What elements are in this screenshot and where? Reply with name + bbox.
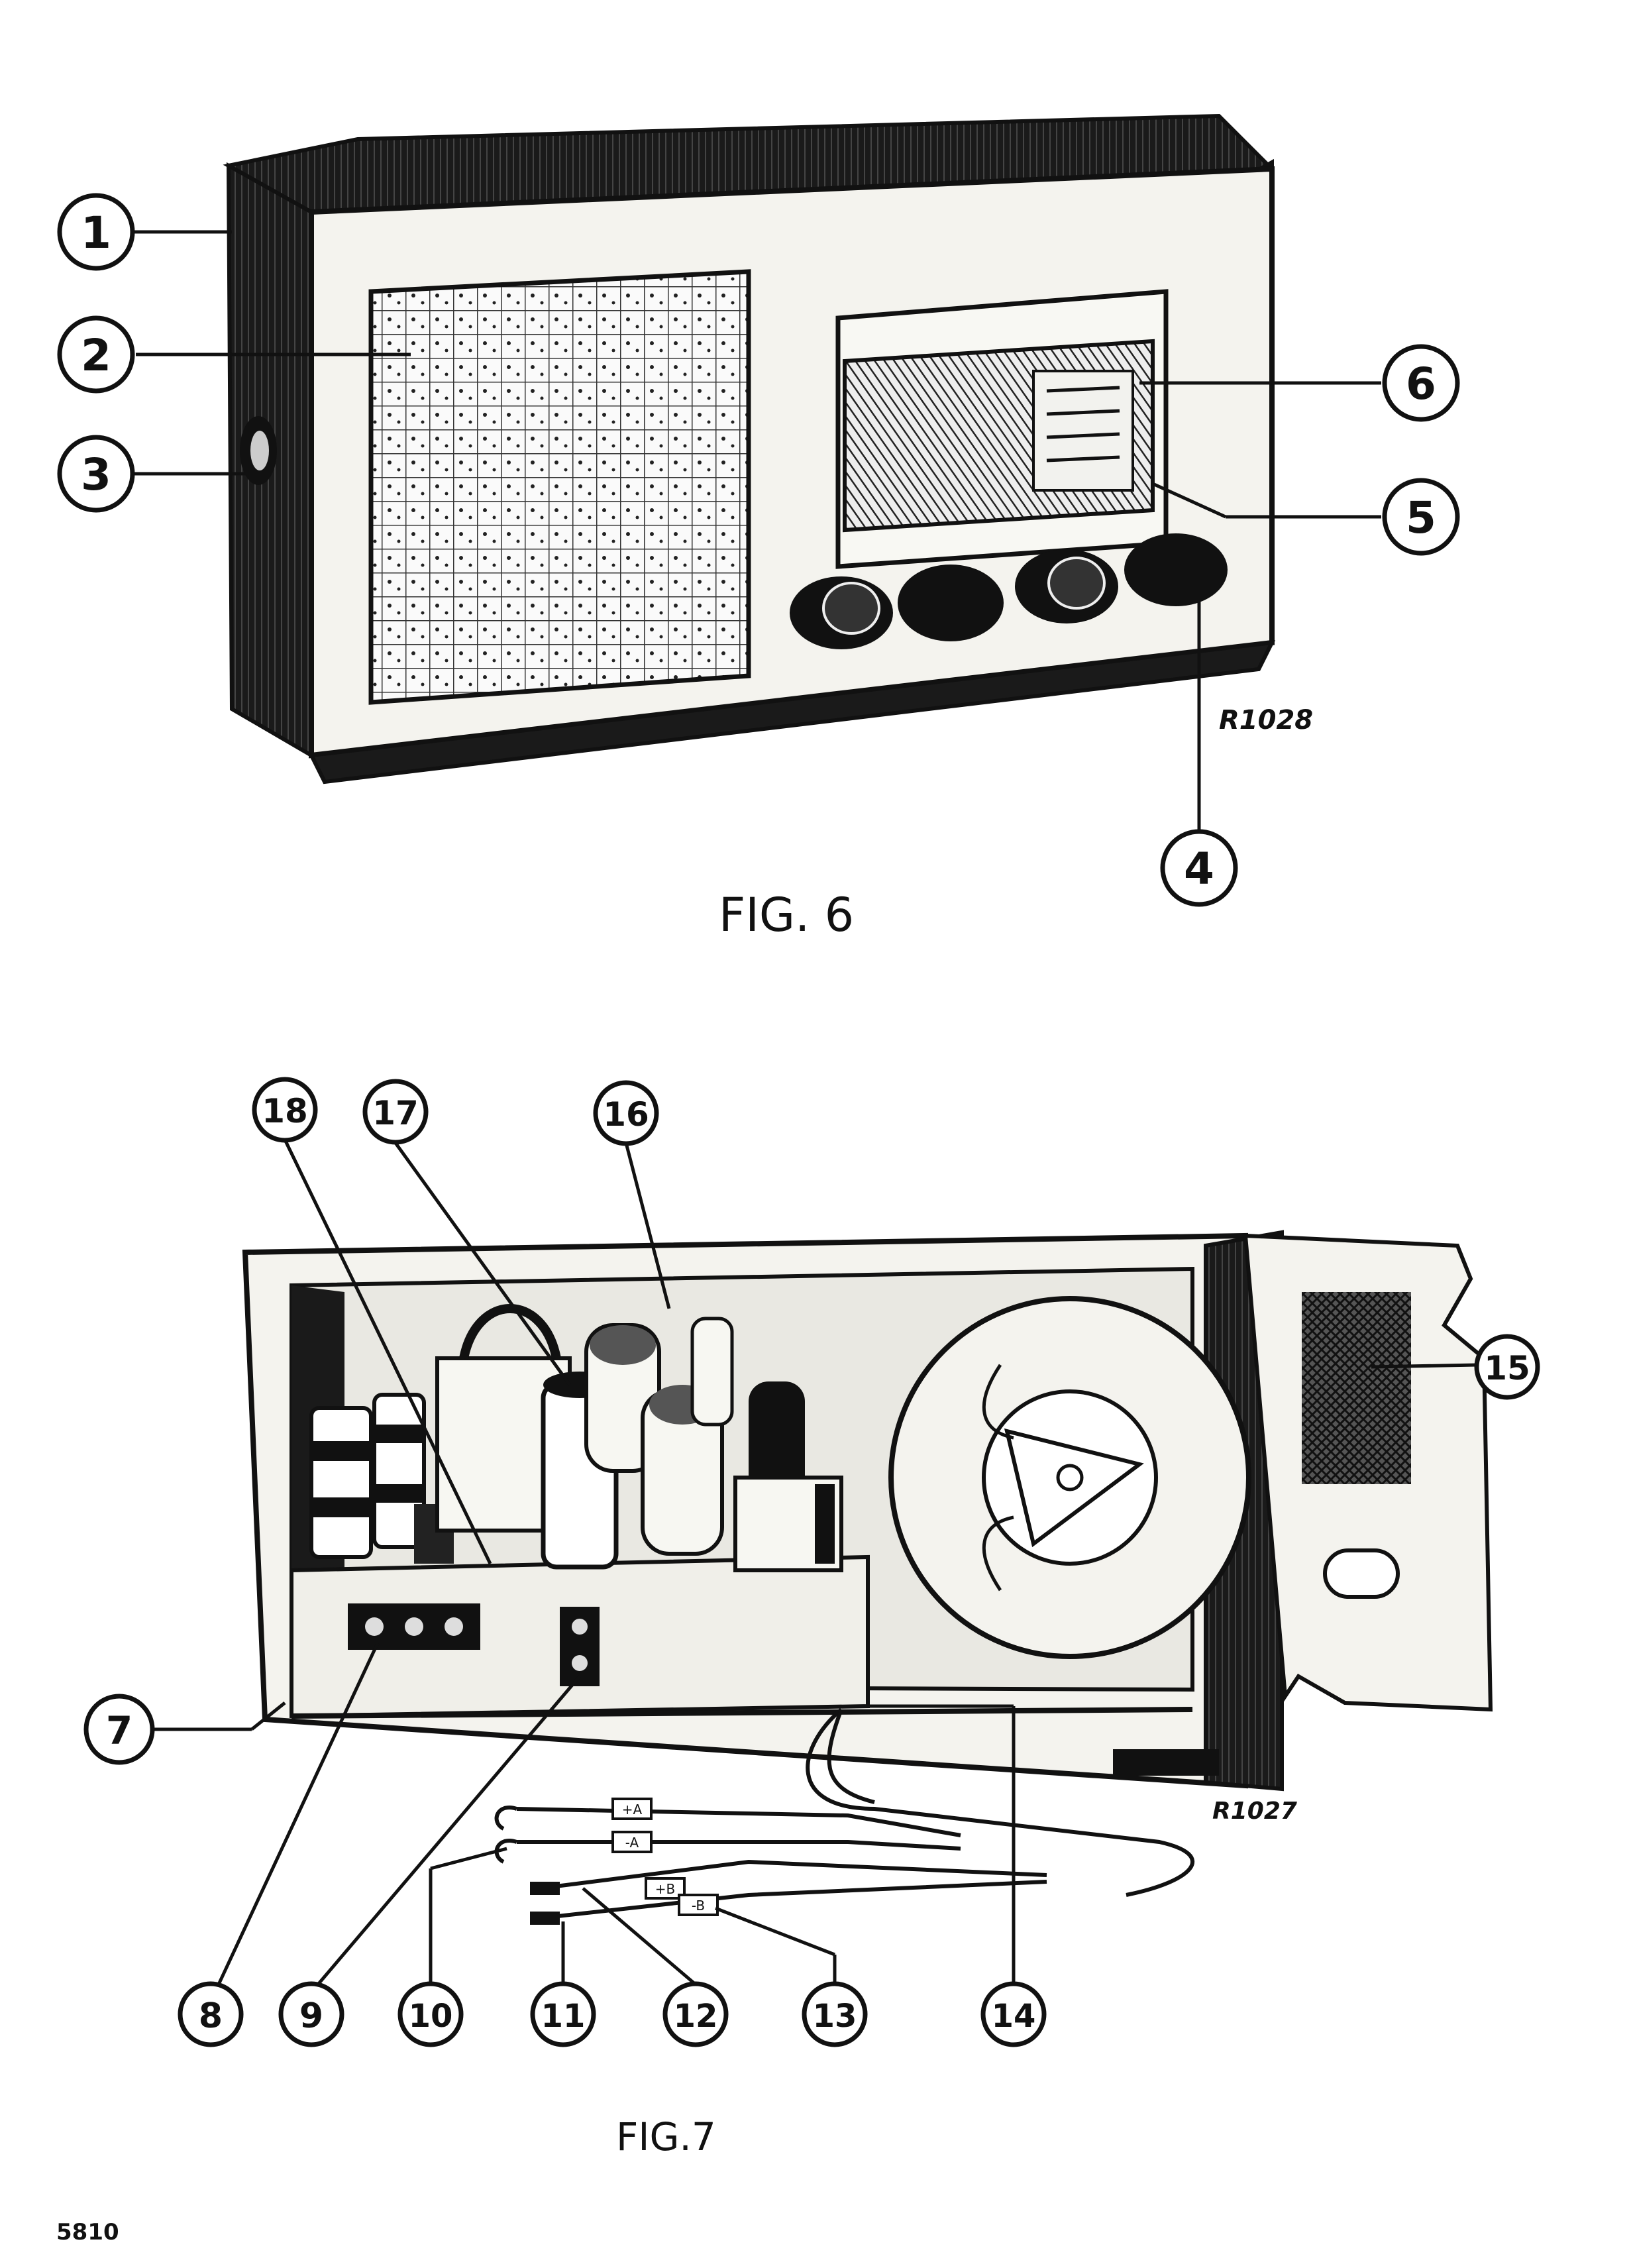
svg-text:4: 4 bbox=[1184, 843, 1214, 894]
svg-text:6: 6 bbox=[1406, 358, 1436, 409]
fig7-caption: FIG.7 bbox=[616, 2114, 716, 2159]
svg-text:5: 5 bbox=[1406, 492, 1436, 543]
callout-13: 13 bbox=[802, 1981, 868, 2047]
callout-7: 7 bbox=[83, 1694, 155, 1765]
svg-text:11: 11 bbox=[541, 1998, 586, 2035]
svg-text:18: 18 bbox=[262, 1092, 308, 1130]
svg-text:+B: +B bbox=[655, 1881, 675, 1897]
valve bbox=[690, 1317, 734, 1427]
callout-9: 9 bbox=[278, 1981, 344, 2047]
callout-1: 1 bbox=[57, 193, 135, 271]
svg-text:-B: -B bbox=[692, 1898, 705, 1914]
speaker-grille bbox=[368, 269, 751, 705]
svg-text:8: 8 bbox=[199, 1996, 223, 2036]
plug bbox=[530, 1882, 560, 1895]
fig7-radio-rear-view: +A -A +B -B bbox=[83, 1077, 1540, 2159]
svg-text:1: 1 bbox=[81, 207, 111, 258]
cable-tags: +A -A +B -B bbox=[611, 1798, 719, 1916]
fig7-callouts: 18 17 16 15 7 8 bbox=[83, 1077, 1540, 2047]
callout-12: 12 bbox=[662, 1981, 729, 2047]
callout-11: 11 bbox=[530, 1981, 596, 2047]
cabinet-base bbox=[308, 640, 1276, 784]
callout-3: 3 bbox=[57, 435, 135, 513]
callout-8: 8 bbox=[178, 1981, 244, 2047]
callout-15: 15 bbox=[1474, 1334, 1540, 1400]
fig6-caption: FIG. 6 bbox=[719, 888, 854, 942]
svg-text:13: 13 bbox=[813, 1998, 857, 2035]
fig6-callouts: 1 2 3 4 5 6 bbox=[57, 193, 1460, 907]
fig6-reference: R1028 bbox=[1219, 705, 1313, 735]
callout-14: 14 bbox=[980, 1981, 1047, 2047]
callout-2: 2 bbox=[57, 315, 135, 394]
svg-text:17: 17 bbox=[372, 1094, 419, 1132]
callout-5: 5 bbox=[1382, 478, 1460, 556]
callout-4: 4 bbox=[1160, 829, 1238, 907]
svg-text:7: 7 bbox=[106, 1708, 132, 1753]
page-number: 5810 bbox=[56, 2219, 119, 2245]
svg-text:12: 12 bbox=[674, 1998, 718, 2035]
svg-text:14: 14 bbox=[992, 1998, 1036, 2035]
callout-17: 17 bbox=[362, 1079, 429, 1145]
fig7-reference: R1027 bbox=[1212, 1798, 1297, 1825]
svg-text:2: 2 bbox=[81, 330, 111, 381]
valves bbox=[541, 1317, 805, 1570]
svg-text:3: 3 bbox=[81, 449, 111, 500]
callout-10: 10 bbox=[397, 1981, 464, 2047]
svg-text:9: 9 bbox=[299, 1996, 323, 2036]
fig6-leader-lines bbox=[132, 230, 1381, 832]
back-cover-slot bbox=[1323, 1548, 1400, 1599]
electrolytic-capacitors bbox=[309, 1393, 426, 1559]
knob bbox=[898, 565, 1004, 641]
control-knobs bbox=[790, 533, 1228, 649]
callout-18: 18 bbox=[252, 1077, 318, 1143]
svg-text:16: 16 bbox=[603, 1095, 649, 1134]
plug bbox=[530, 1912, 560, 1925]
callout-16: 16 bbox=[593, 1080, 659, 1146]
callout-6: 6 bbox=[1382, 344, 1460, 422]
svg-text:10: 10 bbox=[409, 1998, 453, 2035]
fig6-radio-front-view: 1 2 3 4 5 6 R1028 FIG. 6 bbox=[57, 113, 1460, 942]
svg-text:15: 15 bbox=[1484, 1349, 1530, 1387]
svg-text:-A: -A bbox=[625, 1835, 639, 1851]
svg-text:+A: +A bbox=[622, 1802, 643, 1817]
knob bbox=[1124, 533, 1228, 606]
back-cover-ventilation bbox=[1302, 1292, 1411, 1484]
fig7-leader-lines bbox=[152, 1138, 1478, 1986]
loudspeaker bbox=[888, 1296, 1251, 1659]
